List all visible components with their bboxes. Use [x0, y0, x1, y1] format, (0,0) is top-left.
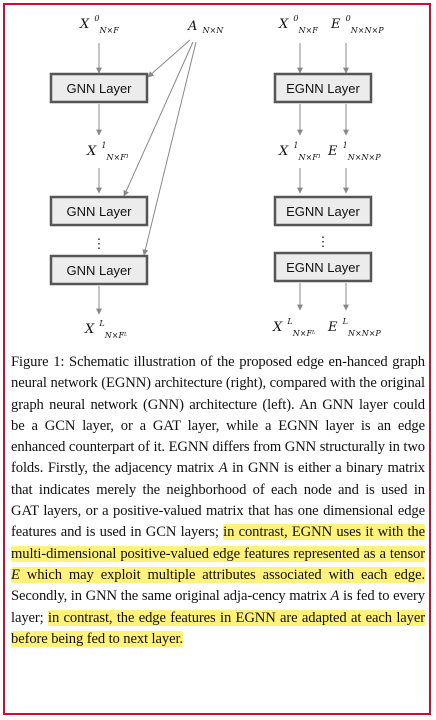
- gnn-layer-box-1: [49, 72, 149, 104]
- egnn-hidden-e1-label: E 1 N×N×P: [327, 133, 381, 162]
- egnn-input-e-label: E 0 N×N×P: [330, 6, 384, 35]
- egnn-hidden-x1-label: X 1 N×F¹: [278, 133, 321, 162]
- figure-frame: [3, 3, 431, 715]
- egnn-ellipsis: ⋮: [317, 234, 330, 249]
- egnn-output-el-label: E L N×N×P: [327, 309, 381, 338]
- egnn-input-x-label: X 0 N×F: [278, 6, 318, 35]
- gnn-layer-1-label: GNN Layer: [66, 81, 132, 96]
- caption-highlight-1-text-a: in contrast, EGNN uses it with the multi…: [11, 524, 425, 562]
- caption-highlight-2: in contrast, the edge features in EGNN a…: [11, 609, 426, 647]
- gnn-layer-box-3: [49, 254, 149, 286]
- egnn-layer-3-label: EGNN Layer: [286, 260, 360, 275]
- arrow-a-to-gnn1: [147, 39, 191, 78]
- gnn-output-xl-label: X L N×Fᴸ: [84, 311, 128, 340]
- gnn-hidden-x1-label: X 1 N×F¹: [86, 133, 129, 162]
- caption-highlight-1-text-b: which may exploit multiple attributes as…: [19, 566, 425, 583]
- caption-text-part-1: Figure 1: Schematic illustration of the …: [11, 354, 425, 477]
- caption-symbol-e: E: [11, 566, 20, 583]
- caption-text-part-2: in GNN is either a binary matrix that in…: [11, 460, 425, 541]
- caption-text-part-3: Secondly, in GNN the same original adja-…: [11, 588, 331, 605]
- egnn-layer-box-2: [273, 195, 373, 227]
- arrow-a-to-gnn2: [123, 41, 194, 197]
- egnn-output-xl-label: X L N×Fᴸ: [272, 309, 316, 338]
- gnn-layer-box-2: [49, 195, 149, 227]
- egnn-layer-box-1: [273, 72, 373, 104]
- caption-text-part-4: is fed to every layer;: [11, 588, 425, 626]
- caption-symbol-a: A: [218, 460, 228, 477]
- caption-symbol-a-2: A: [330, 588, 340, 605]
- egnn-layer-box-3: [273, 251, 373, 283]
- egnn-layer-1-label: EGNN Layer: [286, 81, 360, 96]
- gnn-layer-2-label: GNN Layer: [66, 204, 132, 219]
- gnn-layer-3-label: GNN Layer: [66, 263, 132, 278]
- adjacency-matrix-label: A N×N: [187, 15, 224, 35]
- gnn-input-x-label: X 0 N×F: [79, 6, 119, 35]
- architecture-diagram: X 0 N×F A N×N GNN Layer X 1 N×F¹ GNN Lay…: [49, 6, 384, 340]
- arrow-a-to-gnn3: [142, 41, 197, 256]
- egnn-layer-2-label: EGNN Layer: [286, 204, 360, 219]
- figure-caption: Figure 1: Schematic illustration of the …: [11, 352, 425, 650]
- gnn-ellipsis: ⋮: [93, 236, 106, 251]
